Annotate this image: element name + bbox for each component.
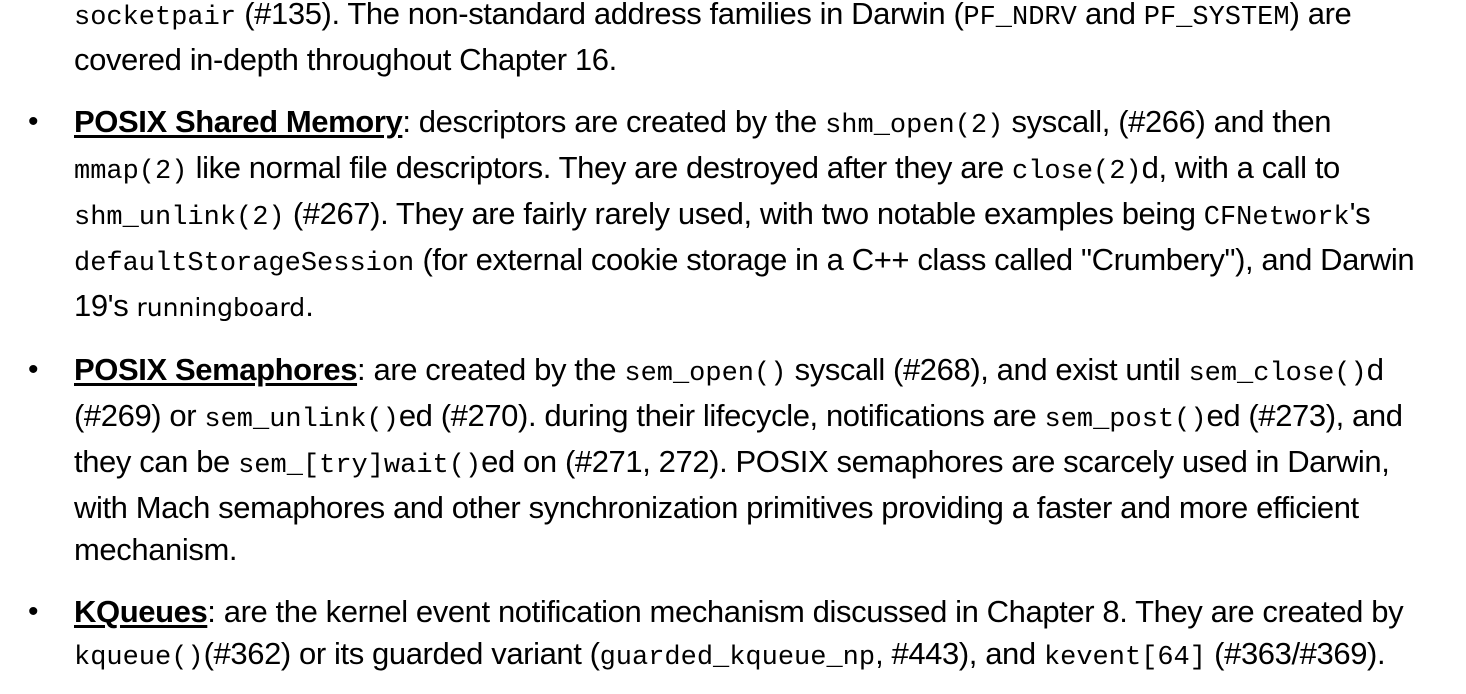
bullet-body: : are created by the sem_open() syscall …	[74, 352, 1403, 567]
bullet-list: • POSIX Shared Memory: descriptors are c…	[0, 101, 1466, 679]
bullet-body: : descriptors are created by the shm_ope…	[74, 104, 1415, 323]
inline-code: shm_unlink(2)	[74, 203, 285, 233]
inline-code: kevent[64]	[1043, 643, 1206, 673]
text-run: 's	[1349, 196, 1371, 231]
bullet-item-posix-semaphores: • POSIX Semaphores: are created by the s…	[0, 349, 1466, 571]
inline-code: socketpair	[74, 3, 237, 33]
text-run: syscall, (#266) and then	[1003, 104, 1332, 139]
text-run: (#363/#369).	[1205, 636, 1386, 671]
text-run: like normal file descriptors. They are d…	[187, 150, 1013, 185]
text-run: (#135). The non-standard address familie…	[236, 0, 964, 31]
text-run: syscall (#268), and exist until	[786, 352, 1189, 387]
inline-code: close(2)	[1012, 157, 1142, 187]
inline-code: shm_open(2)	[825, 111, 1004, 141]
inline-code: kqueue()	[74, 643, 204, 673]
text-run: : are created by the	[357, 352, 625, 387]
intro-paragraph: socketpair (#135). The non-standard addr…	[0, 0, 1466, 81]
bullet-dot-icon: •	[28, 105, 39, 138]
inline-identifier: runningboard	[136, 293, 306, 322]
text-run: , #443), and	[875, 636, 1044, 671]
document-page: socketpair (#135). The non-standard addr…	[0, 0, 1466, 679]
inline-code: sem_post()	[1044, 405, 1207, 435]
inline-code: sem_close()	[1188, 359, 1367, 389]
inline-code: PF_NDRV	[963, 3, 1077, 33]
bullet-body: : are the kernel event notification mech…	[74, 594, 1404, 673]
text-run: d, with a call to	[1141, 150, 1341, 185]
bullet-item-kqueues: • KQueues: are the kernel event notifica…	[0, 591, 1466, 679]
text-run: ed (#270). during their lifecycle, notif…	[398, 398, 1045, 433]
text-run: : descriptors are created by the	[402, 104, 826, 139]
bullet-item-posix-shared-memory: • POSIX Shared Memory: descriptors are c…	[0, 101, 1466, 329]
text-run: (for external cookie storage in a C++ cl…	[74, 242, 1415, 323]
inline-code: CFNetwork	[1203, 203, 1350, 233]
term-kqueues: KQueues	[74, 594, 208, 629]
text-run: : are the kernel event notification mech…	[207, 594, 1404, 629]
bullet-dot-icon: •	[28, 595, 39, 628]
bullet-dot-icon: •	[28, 353, 39, 386]
term-posix-semaphores: POSIX Semaphores	[74, 352, 358, 387]
text-run: d (#269) or	[74, 352, 1384, 433]
text-run: ed on (#271, 272). POSIX semaphores are …	[74, 444, 1390, 567]
inline-code: PF_SYSTEM	[1143, 3, 1290, 33]
text-run: ) are covered in-depth throughout Chapte…	[74, 0, 1352, 77]
text-run: .	[305, 288, 314, 323]
text-run: ed (#273), and they can be	[74, 398, 1403, 479]
text-run: and	[1076, 0, 1144, 31]
inline-code: guarded_kqueue_np	[599, 643, 876, 673]
inline-code: sem_unlink()	[204, 405, 399, 435]
inline-code: defaultStorageSession	[74, 249, 415, 279]
inline-code: sem_[try]wait()	[238, 451, 482, 481]
term-posix-shared-memory: POSIX Shared Memory	[74, 104, 403, 139]
text-run: (#267). They are fairly rarely used, wit…	[284, 196, 1204, 231]
inline-code: sem_open()	[624, 359, 787, 389]
inline-code: mmap(2)	[74, 157, 188, 187]
text-run: (#362) or its guarded variant (	[203, 636, 600, 671]
